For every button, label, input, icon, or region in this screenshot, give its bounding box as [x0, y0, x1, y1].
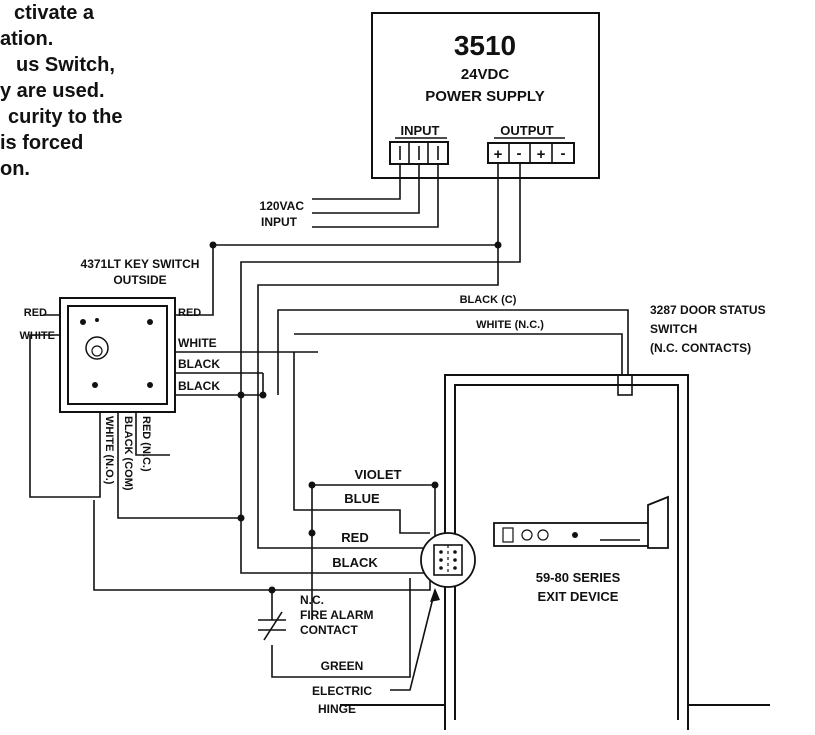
fire-alarm-label: CONTACT: [300, 623, 358, 637]
output-terminal-block: + - + -: [487, 142, 575, 164]
wire-label: BLACK (COM): [122, 416, 134, 491]
fire-alarm-label: N.C.: [300, 593, 324, 607]
wire-label: BLACK: [178, 357, 220, 371]
key-switch-title: 4371LT KEY SWITCH: [81, 257, 200, 271]
output-terminal: +: [494, 146, 503, 163]
input-terminal-block: [389, 141, 449, 165]
wire-label: RED: [341, 530, 368, 545]
intro-line: us Switch,: [16, 54, 115, 76]
intro-line: y are used.: [0, 80, 105, 102]
exit-device-wires: VIOLET BLUE RED BLACK: [332, 467, 401, 570]
electric-hinge-label: HINGE: [318, 702, 356, 716]
key-switch-plate: [59, 297, 176, 413]
power-supply-name: POWER SUPPLY: [425, 88, 544, 105]
electric-hinge-label: ELECTRIC: [312, 684, 372, 698]
power-supply: 3510 24VDC POWER SUPPLY INPUT OUTPUT + -…: [371, 12, 600, 179]
intro-line: on.: [0, 158, 30, 180]
wire-label: WHITE (N.O.): [103, 416, 115, 485]
exit-device-head-icon: [647, 495, 669, 549]
intro-line: is forced: [0, 132, 84, 154]
power-supply-box: [371, 12, 600, 179]
wire-label: WHITE: [20, 330, 55, 342]
key-switch: 4371LT KEY SWITCH OUTSIDE RED WHITE RED …: [20, 257, 221, 491]
electric-hinge: ELECTRIC HINGE: [312, 532, 476, 716]
wire-label: RED (N.C.): [140, 416, 152, 472]
wire-label: WHITE (N.C.): [476, 319, 544, 331]
wire-label: WHITE: [178, 336, 217, 350]
door-status-title: (N.C. CONTACTS): [650, 341, 751, 355]
door-status-switch: BLACK (C) WHITE (N.C.) 3287 DOOR STATUS …: [460, 294, 766, 396]
wire-label: BLACK: [178, 379, 220, 393]
fire-alarm-label: FIRE ALARM: [300, 608, 374, 622]
intro-text: ctivate a ation. us Switch, y are used. …: [0, 0, 200, 182]
wire-label: BLACK (C): [460, 294, 517, 306]
power-supply-voltage: 24VDC: [461, 66, 510, 83]
wire-label: RED: [24, 307, 47, 319]
intro-line: ation.: [0, 28, 54, 50]
output-label: OUTPUT: [500, 123, 554, 138]
fire-alarm-contact: N.C. FIRE ALARM CONTACT GREEN: [258, 593, 374, 673]
output-terminal: -: [561, 145, 566, 162]
dc-wiring: [29, 163, 629, 678]
wire-label: GREEN: [321, 659, 364, 673]
exit-device-label: EXIT DEVICE: [538, 589, 619, 604]
wire-label: VIOLET: [355, 467, 402, 482]
power-supply-model: 3510: [454, 30, 516, 61]
exit-device: 59-80 SERIES EXIT DEVICE: [493, 495, 669, 604]
door-status-title: 3287 DOOR STATUS: [650, 303, 766, 317]
wire-label: BLACK: [332, 555, 378, 570]
wire-label: BLUE: [344, 491, 380, 506]
ac-input-label: INPUT: [261, 215, 298, 229]
input-label: INPUT: [401, 123, 440, 138]
door-status-title: SWITCH: [650, 322, 697, 336]
intro-line: curity to the: [8, 106, 123, 128]
output-terminal: -: [517, 145, 522, 162]
exit-device-label: 59-80 SERIES: [536, 570, 621, 585]
key-switch-subtitle: OUTSIDE: [113, 273, 166, 287]
intro-line: ctivate a: [14, 2, 95, 24]
wire-label: RED: [178, 307, 201, 319]
output-terminal: +: [537, 146, 546, 163]
key-cylinder-icon: [85, 336, 109, 360]
ac-input-label: 120VAC: [260, 199, 305, 213]
ac-input-wires: 120VAC INPUT: [260, 164, 439, 229]
